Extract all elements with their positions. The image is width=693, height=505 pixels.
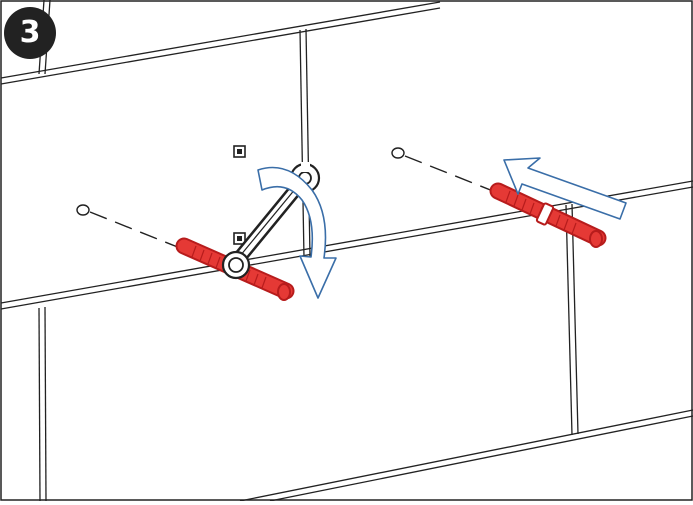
anchor-rod-right (489, 182, 607, 248)
rotate-arrow-icon (257, 166, 337, 299)
drill-hole-right (391, 147, 405, 159)
square-hole-upper (233, 145, 246, 158)
guide-line-left (89, 211, 186, 251)
wrench-icon (221, 162, 321, 280)
drill-hole-left (76, 204, 90, 216)
square-hole-lower (233, 232, 246, 245)
step-number: 3 (19, 15, 41, 50)
guide-line-right (404, 155, 499, 194)
step-badge: 3 (4, 7, 56, 59)
push-arrow-icon (503, 157, 627, 220)
